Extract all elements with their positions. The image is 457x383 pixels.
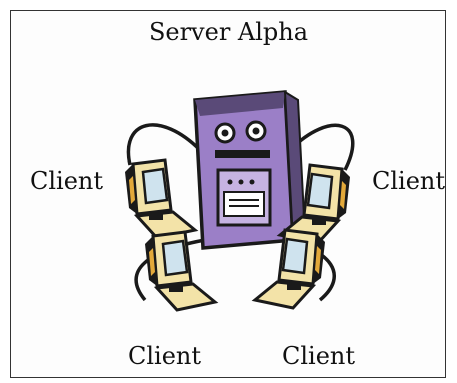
client-label-bottom-left: Client — [128, 342, 202, 370]
diagram-title: Server Alpha — [148, 18, 309, 46]
client-label-bottom-right: Client — [282, 342, 356, 370]
computer-icon-top-left — [123, 158, 197, 240]
client-label-left: Client — [30, 167, 104, 195]
server-tower — [193, 90, 307, 250]
client-label-right: Client — [372, 167, 446, 195]
